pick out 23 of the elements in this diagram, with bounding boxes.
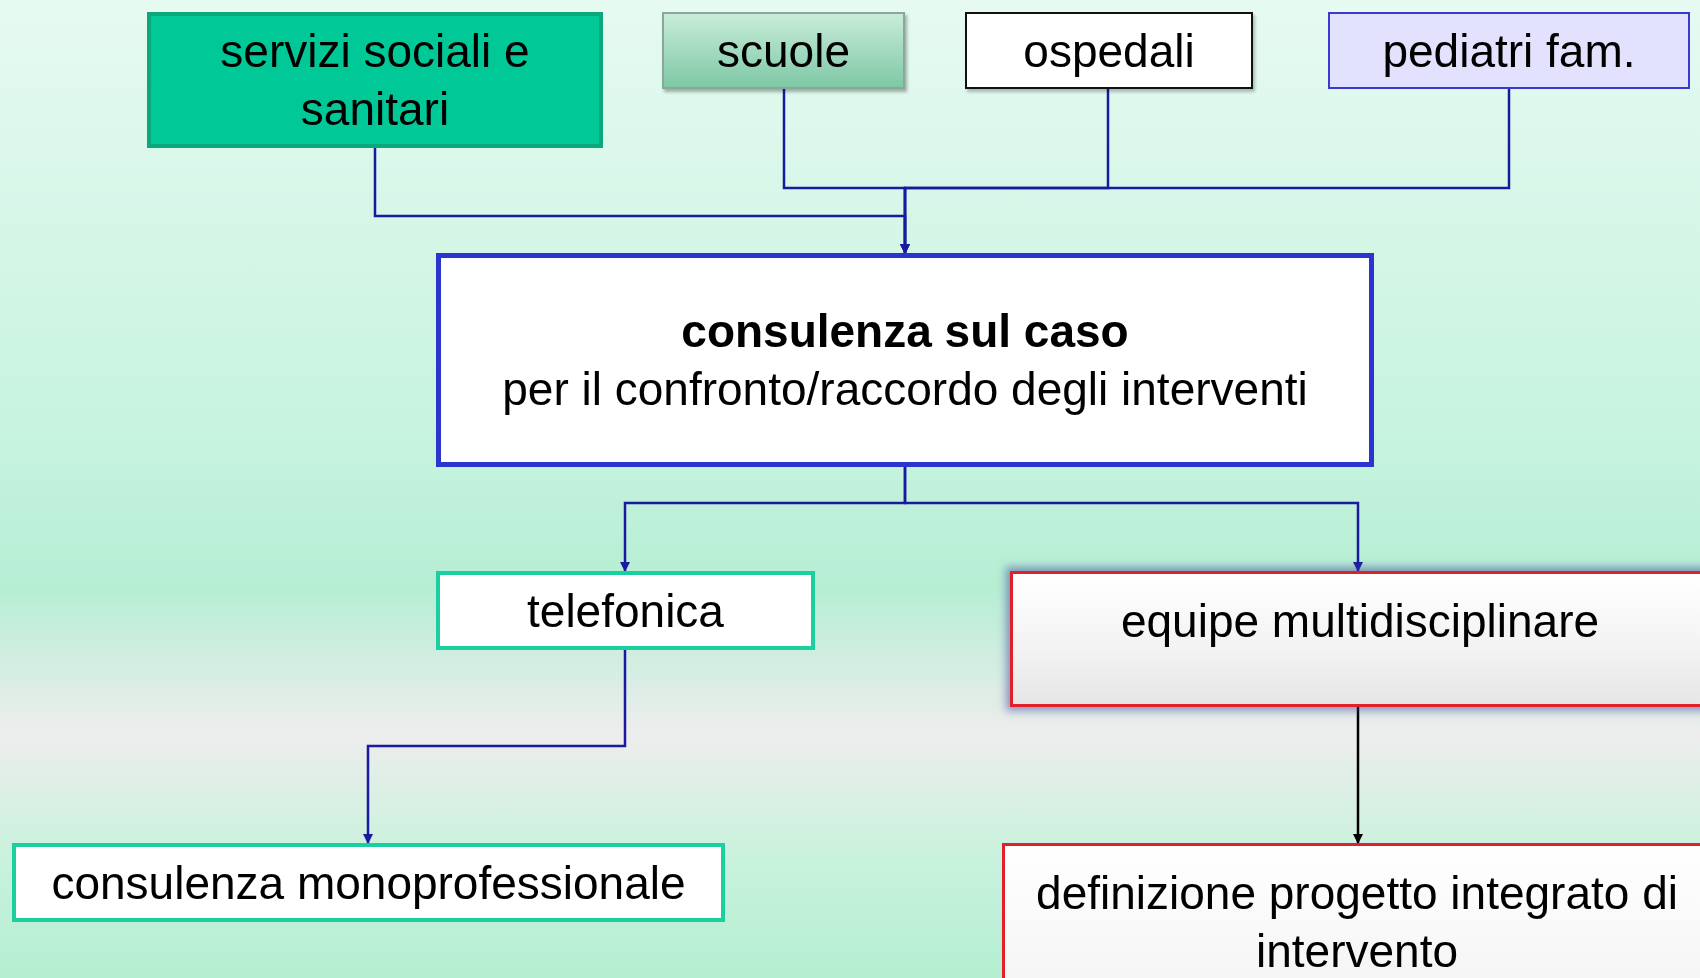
process-box	[147, 12, 603, 148]
box-label: ospedali	[1023, 23, 1195, 79]
box-label: scuole	[717, 23, 850, 79]
process-box	[1002, 843, 1700, 978]
box-label: consulenza sul caso	[681, 304, 1129, 359]
box-label: telefonica	[527, 583, 724, 639]
box-label: definizione progetto integrato di intervento	[1035, 866, 1679, 978]
connector-arrow	[900, 89, 1511, 254]
box-label: equipe multidisciplinare	[1120, 594, 1600, 649]
process-box	[436, 253, 1374, 467]
connector-arrow	[903, 467, 1363, 572]
process-box	[12, 843, 725, 922]
process-box	[1010, 571, 1700, 707]
box-label: pediatri fam.	[1382, 23, 1636, 79]
connector-arrow	[1353, 707, 1363, 844]
process-box	[965, 12, 1253, 89]
box-label: per il confronto/raccordo degli interventi	[502, 362, 1308, 417]
box-label: consulenza monoprofessionale	[51, 855, 686, 911]
box-label: servizi sociali e sanitari	[219, 24, 531, 137]
process-box	[436, 571, 815, 650]
process-box	[1328, 12, 1690, 89]
connector-arrow	[363, 650, 627, 844]
process-box	[662, 12, 905, 89]
